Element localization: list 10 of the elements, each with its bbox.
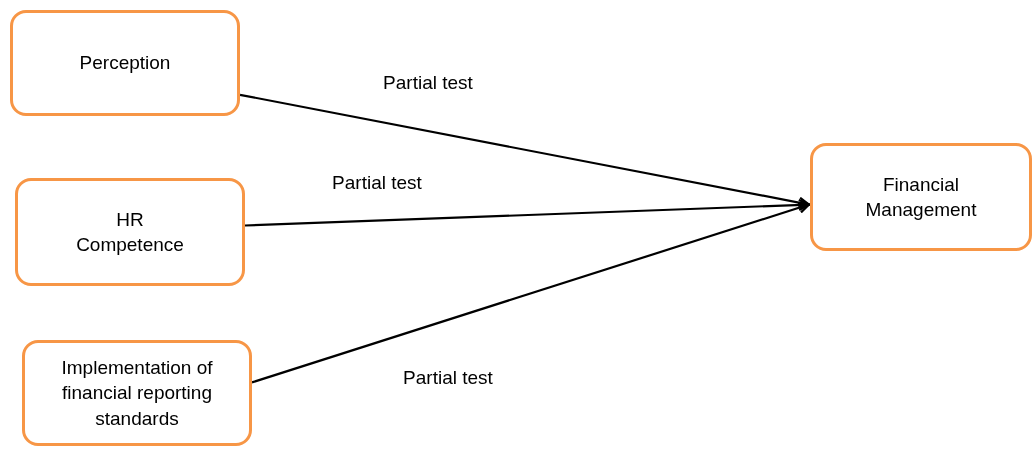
box-label: Implementation of financial reporting standards	[60, 356, 214, 431]
box-label: Perception	[79, 51, 171, 76]
arrow	[251, 201, 811, 384]
box-label: Financial Management	[864, 172, 978, 222]
arrow	[239, 93, 811, 209]
process-box	[22, 340, 252, 446]
process-box	[15, 178, 245, 286]
process-box	[810, 143, 1032, 251]
process-box	[10, 10, 240, 116]
box-label: HR Competence	[75, 207, 185, 257]
